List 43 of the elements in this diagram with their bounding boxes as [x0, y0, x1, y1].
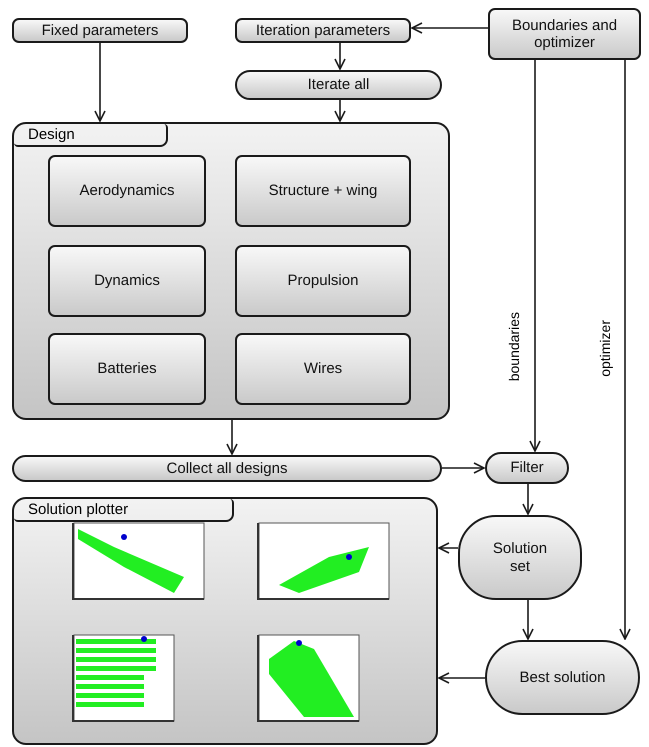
arrow — [334, 100, 346, 122]
arrow — [522, 484, 534, 515]
group-box — [12, 122, 450, 420]
node-label: Fixed parameters — [42, 22, 158, 40]
process-box — [48, 333, 206, 405]
arrow — [411, 22, 488, 34]
node-label: Collect all designs — [166, 460, 288, 478]
process-pill — [485, 452, 569, 484]
node-label: Filter — [510, 459, 544, 477]
arrow — [522, 600, 534, 640]
arrow — [529, 60, 541, 452]
node-label: Boundaries and optimizer — [510, 16, 618, 52]
node-label: Wires — [304, 360, 342, 378]
node-label: Batteries — [97, 360, 157, 378]
process-box — [235, 245, 411, 317]
node-label: Aerodynamics — [79, 182, 175, 200]
arrow — [94, 43, 106, 122]
process-box — [235, 18, 411, 43]
node-label: Iterate all — [308, 76, 370, 94]
process-pill — [235, 70, 442, 100]
process-box — [235, 333, 411, 405]
node-label: Structure + wing — [268, 182, 378, 200]
arrow — [442, 462, 485, 474]
arrow — [619, 60, 631, 640]
node-label: Iteration parameters — [256, 22, 390, 40]
group-title-tab: Design — [14, 124, 168, 147]
arrow — [438, 542, 458, 554]
arrow — [438, 672, 485, 684]
arrow — [334, 43, 346, 70]
edge-label: optimizer — [597, 318, 613, 379]
edge-label: boundaries — [506, 310, 522, 384]
group-box — [12, 497, 438, 745]
node-label: Solution set — [492, 540, 548, 575]
node-label: Propulsion — [288, 272, 358, 290]
arrow — [226, 420, 238, 455]
process-box — [48, 245, 206, 317]
node-label: Dynamics — [94, 272, 160, 290]
process-box — [12, 18, 188, 43]
node-label: Best solution — [520, 668, 606, 686]
process-pill — [12, 455, 442, 482]
process-box — [488, 8, 641, 60]
process-box — [235, 155, 411, 227]
process-box — [48, 155, 206, 227]
